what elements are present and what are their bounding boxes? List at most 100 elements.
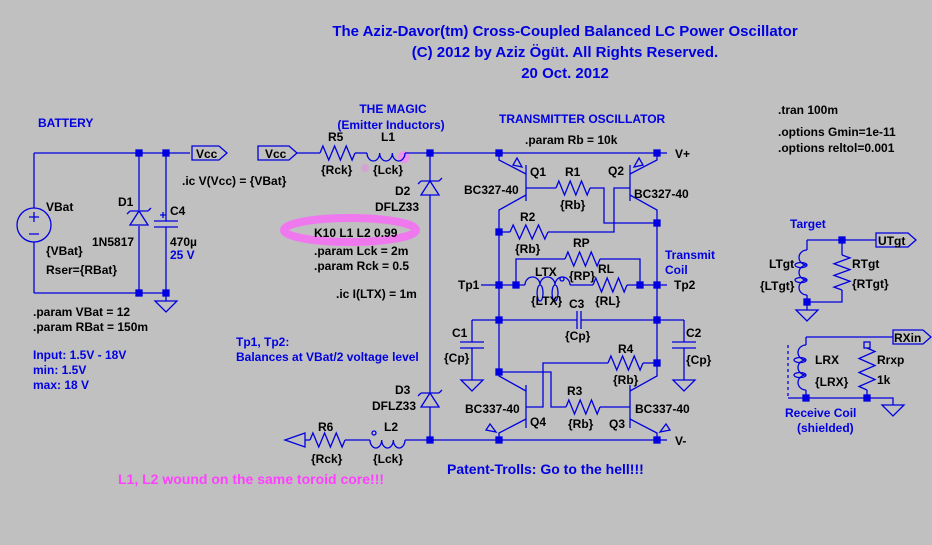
q1-value: BC327-40 <box>464 183 519 197</box>
ic-ltx-directive: .ic I(LTX) = 1m <box>336 287 417 301</box>
magic-label: THE MAGIC <box>359 102 427 116</box>
c2-value: {Cp} <box>686 353 712 367</box>
param-rck: .param Rck = 0.5 <box>314 259 409 273</box>
c4-capacitor-icon <box>154 220 178 228</box>
q3-name: Q3 <box>609 417 625 431</box>
c4-value: 470µ <box>170 235 197 249</box>
q4-transistor-emitter <box>498 418 527 440</box>
r2-name: R2 <box>520 210 536 224</box>
r4-value: {Rb} <box>613 373 639 387</box>
ltgt-inductor-icon <box>798 249 808 296</box>
ground-icon <box>459 379 485 392</box>
tran-directive: .tran 100m <box>778 103 838 117</box>
q4-transistor-collector <box>498 373 527 392</box>
c2-name: C2 <box>686 326 702 340</box>
l1-value: {Lck} <box>373 163 403 177</box>
q3-value: BC337-40 <box>635 402 690 416</box>
wire <box>499 371 566 408</box>
param-rb: .param Rb = 10k <box>525 133 618 147</box>
q1-transistor-collector <box>498 194 527 213</box>
q3-transistor-collector <box>629 373 658 392</box>
note-trolls: Patent-Trolls: Go to the hell!!! <box>447 461 644 477</box>
q1-transistor-emitter <box>498 153 527 175</box>
note-tp-title: Tp1, Tp2: <box>236 335 289 349</box>
title-line-3: 20 Oct. 2012 <box>521 65 609 82</box>
l2-phase-dot <box>371 430 377 436</box>
vbat-name: VBat <box>46 200 73 214</box>
ltx-inductor-icon-loop <box>536 284 544 302</box>
junction-dot <box>495 316 503 324</box>
rrxp-name: Rrxp <box>877 353 904 367</box>
rrxp-pin <box>863 341 871 349</box>
junction-dot <box>653 436 661 444</box>
rrxp-resistor-icon <box>857 347 877 391</box>
net-utgt: UTgt <box>878 234 905 248</box>
c4-rating: 25 V <box>170 248 195 262</box>
q3-transistor-emitter <box>629 418 658 440</box>
d3-value: DFLZ33 <box>372 399 416 413</box>
reltol-directive: .options reltol=0.001 <box>778 141 895 155</box>
param-lck: .param Lck = 2m <box>314 244 408 258</box>
note-min: min: 1.5V <box>33 363 86 377</box>
r5-resistor-icon <box>319 144 356 162</box>
rp-name: RP <box>573 236 590 250</box>
r3-resistor-icon <box>565 398 601 416</box>
lrx-value: {LRX} <box>815 375 849 389</box>
wire <box>600 258 641 285</box>
utgt-flag <box>875 232 917 248</box>
r5-name: R5 <box>328 130 344 144</box>
rrxp-value: 1k <box>877 373 891 387</box>
c1-capacitor-icon <box>460 341 484 349</box>
c3-name: C3 <box>569 297 585 311</box>
ground-icon <box>880 404 906 417</box>
transmit-coil-label-2: Coil <box>665 263 688 277</box>
r3-name: R3 <box>567 384 583 398</box>
net-tp2: Tp2 <box>674 278 696 292</box>
vbat-value: {VBat} <box>46 244 83 258</box>
ltgt-inductor-icon-loop <box>794 261 808 269</box>
l2-name: L2 <box>384 420 398 434</box>
r6-resistor-icon <box>309 431 346 449</box>
gmin-directive: .options Gmin=1e-11 <box>778 125 896 139</box>
lrx-inductor-icon-loop <box>793 356 807 364</box>
q2-transistor-collector <box>629 194 658 213</box>
net-tp1: Tp1 <box>458 278 480 292</box>
r6-value: {Rck} <box>311 452 343 466</box>
junction-dot <box>135 289 143 297</box>
c1-value: {Cp} <box>444 351 470 365</box>
c2-capacitor-icon <box>672 341 696 349</box>
wire <box>788 397 894 405</box>
rp-value: {RP} <box>569 269 595 283</box>
lrx-inductor-icon <box>797 344 807 391</box>
r6-name: R6 <box>318 420 334 434</box>
wire <box>807 290 843 303</box>
rxin-flag <box>892 329 932 345</box>
c4-plus <box>160 212 166 218</box>
voltage-source-sign <box>29 212 39 235</box>
param-vbat: .param VBat = 12 <box>33 305 130 319</box>
c4-name: C4 <box>170 204 186 218</box>
rtgt-resistor-icon <box>832 254 852 291</box>
wires <box>16 144 932 449</box>
wire <box>515 258 565 285</box>
r4-resistor-icon <box>607 354 644 372</box>
transmit-coil-label-1: Transmit <box>665 248 715 262</box>
r2-resistor-icon <box>509 223 549 241</box>
c3-value: {Cp} <box>565 329 591 343</box>
d1-value: 1N5817 <box>92 235 134 249</box>
rtgt-value: {RTgt} <box>852 277 889 291</box>
junction-dot <box>495 281 503 289</box>
voltage-source-icon <box>16 207 52 243</box>
note-tp-desc: Balances at VBat/2 voltage level <box>236 350 419 364</box>
d2-zener-icon <box>417 177 443 196</box>
lrx-name: LRX <box>815 353 839 367</box>
ltx-value: {LTX} <box>531 294 562 308</box>
transmitter-label: TRANSMITTER OSCILLATOR <box>499 112 666 126</box>
rl-resistor-icon <box>592 276 628 294</box>
ltx-name: LTX <box>535 265 557 279</box>
d1-name: D1 <box>118 195 134 209</box>
c1-name: C1 <box>452 326 468 340</box>
junction-dot <box>653 316 661 324</box>
d2-value: DFLZ33 <box>375 200 419 214</box>
